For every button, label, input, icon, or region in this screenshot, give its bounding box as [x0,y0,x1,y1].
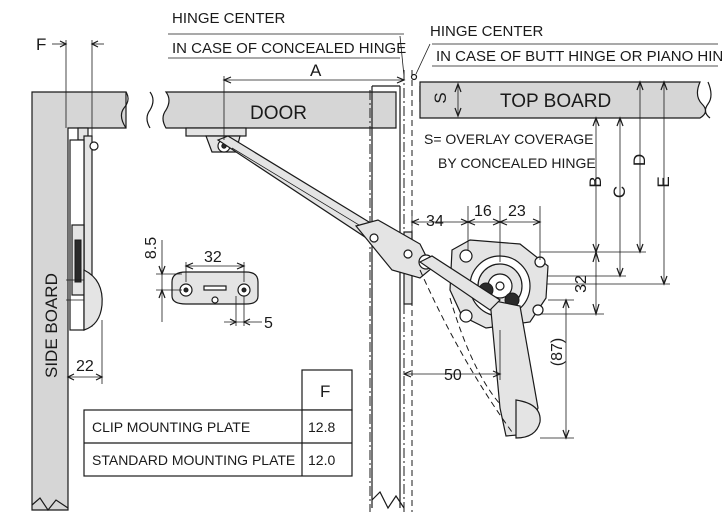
dim-S-label: S [431,92,450,103]
side-board [31,91,129,512]
dim-50-label: 50 [444,367,462,384]
table-row-2-value: 12.0 [308,452,335,468]
mounting-plate-table [83,369,353,477]
side-board-label: SIDE BOARD [42,273,61,378]
dim-8-5-label: 8.5 [143,237,160,259]
dim-A-label: A [310,61,322,80]
top-board-label: TOP BOARD [500,91,611,112]
hinge-center-butt-line2: IN CASE OF BUTT HINGE OR PIANO HINGE [436,48,722,65]
dim-22-label: 22 [76,358,94,375]
dim-C-label: C [610,186,629,198]
dim-F [52,40,104,138]
dim-E-label: E [654,176,673,187]
hinge-center-butt-leader [410,43,718,81]
dims-top-hinge [410,206,542,262]
mounting-plate-detail [156,240,262,326]
table-row-2-name: STANDARD MOUNTING PLATE [92,452,295,468]
dim-F-label: F [36,35,46,54]
overlay-line1: S= OVERLAY COVERAGE [424,131,594,147]
dim-87-label: (87) [549,338,566,366]
dim-34-label: 34 [426,213,444,230]
side-hinge-profile [66,127,103,331]
dim-87 [540,298,574,440]
dim-32-right-label: 32 [573,275,590,293]
cabinet-frame [371,85,421,510]
hinge-center-butt-line1: HINGE CENTER [430,23,544,40]
overlay-line2: BY CONCEALED HINGE [438,155,596,171]
dim-B-label: B [586,176,605,187]
top-board [419,81,712,119]
dim-23-label: 23 [508,203,526,220]
table-row-1-value: 12.8 [308,419,335,435]
table-row-1-name: CLIP MOUNTING PLATE [92,419,250,435]
dim-32-plate-label: 32 [204,249,222,266]
door-board [146,91,397,129]
hinge-center-concealed-leader [168,33,405,77]
hinge-center-concealed-line1: HINGE CENTER [172,10,286,27]
dim-D-label: D [630,154,649,166]
hinge-mechanism [354,219,549,439]
dim-5-label: 5 [264,315,273,332]
door-label: DOOR [250,103,307,124]
dim-16-label: 16 [474,203,492,220]
dim-S [454,82,462,118]
table-header-F: F [320,382,330,401]
dim-22 [66,320,104,384]
dim-32-right [540,249,604,317]
hinge-center-concealed-line2: IN CASE OF CONCEALED HINGE [172,40,406,57]
dim-50 [402,330,502,380]
